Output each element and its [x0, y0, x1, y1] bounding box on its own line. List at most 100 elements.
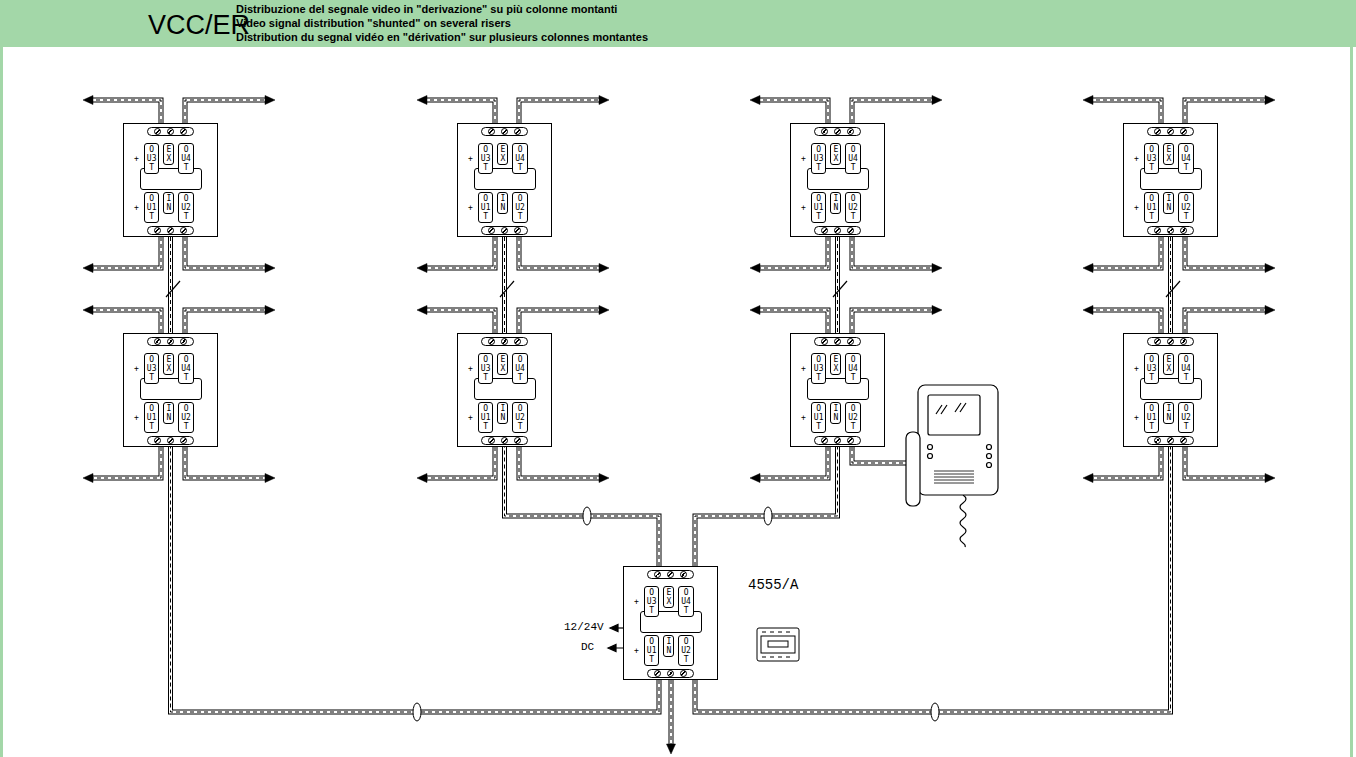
screw-bar: [481, 436, 528, 445]
riser-break: [166, 281, 180, 297]
distributor-box: +O U3 TE XO U4 T+O U1 TI NO U2 T: [1123, 333, 1218, 447]
cable-outline: [519, 447, 603, 478]
cable-core: [185, 447, 269, 478]
arrow-head: [1265, 306, 1275, 315]
terminal-label: O U2 T: [845, 192, 861, 223]
terminal-label: O U1 T: [478, 402, 494, 433]
power-supply-icon: [757, 628, 799, 661]
terminal-label: O U4 T: [178, 353, 194, 384]
terminal-label: O U3 T: [478, 143, 494, 174]
terminal-plus: +: [133, 203, 140, 212]
arrow-head: [932, 306, 942, 315]
terminal-plus: +: [633, 597, 640, 606]
cable-outline: [185, 310, 269, 333]
terminal-row: +O U3 TE XO U4 T: [633, 586, 694, 617]
cable-core: [503, 237, 506, 333]
screw-bar: [147, 436, 194, 445]
arrow-head: [265, 264, 275, 273]
terminal-label: O U3 T: [1144, 353, 1160, 384]
coax-cable: [171, 447, 660, 712]
cable-core: [171, 447, 660, 712]
terminal-label: O U4 T: [845, 143, 861, 174]
screw-bar: [481, 226, 528, 235]
cable-core: [519, 237, 603, 268]
terminal-screw: [1167, 128, 1174, 135]
terminal-label: O U3 T: [644, 586, 660, 617]
terminal-screw: [1180, 227, 1187, 234]
cable-marker: [413, 703, 421, 721]
cable-outline: [1185, 100, 1269, 123]
terminal-label: I N: [1163, 402, 1174, 424]
arrow-head: [750, 96, 760, 105]
cable-core: [1185, 100, 1269, 123]
terminal-label: E X: [1163, 143, 1174, 165]
arrow-head: [599, 96, 609, 105]
riser-break: [500, 281, 514, 297]
screw-bar: [1147, 127, 1194, 136]
arrow-head: [599, 306, 609, 315]
terminal-label: O U1 T: [811, 402, 827, 433]
terminal-label: I N: [663, 635, 674, 657]
cable-marker: [583, 507, 591, 525]
screen-glare: [936, 403, 966, 414]
terminal-screw: [488, 128, 495, 135]
distributor-box: +O U3 TE XO U4 T+O U1 TI NO U2 T: [790, 333, 885, 447]
cable-core: [756, 310, 828, 333]
cable-core: [1185, 310, 1269, 333]
terminal-screw: [180, 437, 187, 444]
terminal-screw: [514, 227, 521, 234]
terminal-label: O U3 T: [811, 353, 827, 384]
cable-core: [423, 310, 495, 333]
terminal-plus: +: [467, 203, 474, 212]
screw-bar: [1147, 226, 1194, 235]
terminal-label: O U2 T: [512, 192, 528, 223]
arrow-head: [750, 264, 760, 273]
cable-outline: [669, 680, 674, 746]
terminal-label: E X: [497, 353, 508, 375]
terminal-row: +O U3 TE XO U4 T: [1133, 353, 1194, 384]
screw-bar: [147, 337, 194, 346]
cable-core: [171, 447, 660, 712]
terminal-label: O U2 T: [178, 402, 194, 433]
branch-wire: [417, 306, 609, 483]
cable-core: [1089, 447, 1161, 478]
terminal-label: O U1 T: [644, 635, 660, 666]
cable-outline: [1185, 310, 1269, 333]
cable-core: [1089, 310, 1161, 333]
terminal-label: O U1 T: [144, 402, 160, 433]
cable-outline: [519, 310, 603, 333]
terminal-plus: +: [133, 413, 140, 422]
cable-outline: [519, 237, 603, 268]
screw-bar: [1147, 337, 1194, 346]
cable-core: [1185, 310, 1269, 333]
cable-outline: [423, 310, 495, 333]
terminal-plus: +: [800, 154, 807, 163]
cable-core: [836, 237, 839, 333]
terminal-row: +O U1 TI NO U2 T: [1133, 192, 1194, 223]
terminal-plus: +: [133, 154, 140, 163]
terminal-screw: [154, 227, 161, 234]
header-text: Video signal distribution "shunted" on s…: [236, 17, 511, 30]
cable-core: [852, 237, 936, 268]
cable-outline: [1089, 237, 1161, 268]
cable-outline: [695, 447, 838, 566]
terminal-label: I N: [1163, 192, 1174, 214]
terminal-label: O U1 T: [1144, 192, 1160, 223]
cable-core: [852, 100, 936, 123]
terminal-screw: [680, 670, 687, 677]
cable-outline: [756, 310, 828, 333]
cable-outline: [756, 447, 828, 478]
cable-outline: [1185, 447, 1269, 478]
distributor-box: +O U3 TE XO U4 T+O U1 TI NO U2 T: [123, 333, 218, 447]
cable-core: [1089, 237, 1161, 268]
cable-core: [1185, 447, 1269, 478]
terminal-screw: [847, 437, 854, 444]
riser-break: [166, 281, 1180, 297]
terminal-label: E X: [163, 353, 174, 375]
terminal-screw: [821, 437, 828, 444]
monitor-button: [987, 463, 992, 468]
distributor-box: +O U3 TE XO U4 T+O U1 TI NO U2 T: [1123, 123, 1218, 237]
cable-core: [519, 100, 603, 123]
screw-bar: [147, 226, 194, 235]
terminal-plus: +: [1133, 154, 1140, 163]
